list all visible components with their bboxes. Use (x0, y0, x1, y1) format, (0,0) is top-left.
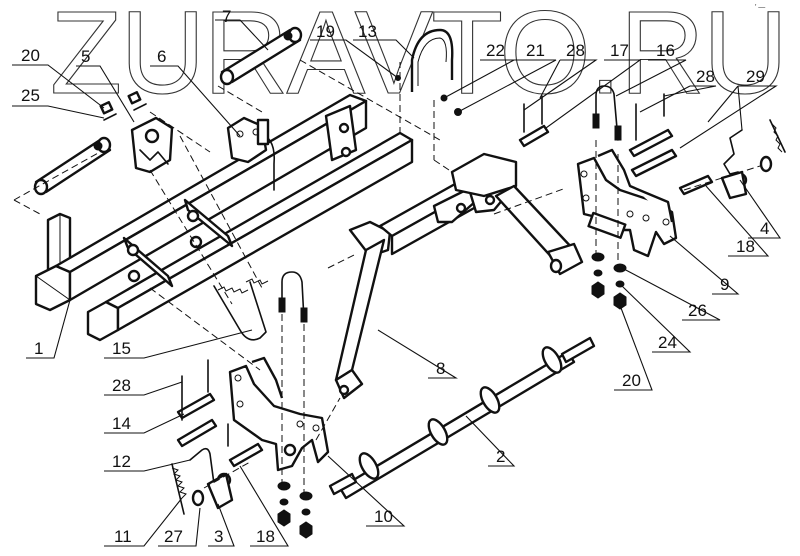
part-14-pins (176, 359, 218, 448)
callout-13: 13 (358, 22, 377, 41)
callout-14: 14 (112, 414, 131, 433)
part-13-guard (395, 28, 462, 116)
callout-1: 1 (34, 339, 43, 358)
callout-3: 3 (214, 527, 223, 546)
callout-21: 20 (21, 46, 40, 65)
part-lower-washers (277, 481, 313, 539)
callout-6: 6 (157, 47, 166, 66)
part-right-pins (628, 93, 714, 196)
part-5-bracket (130, 116, 174, 174)
callout-27: 27 (164, 527, 183, 546)
corner-mark: ′ — (755, 4, 765, 11)
callout-25: 25 (21, 86, 40, 105)
part-3-latch (189, 447, 234, 510)
callout-5: 5 (81, 47, 90, 66)
part-u-bolt-lower (278, 271, 308, 323)
part-1-main-frame (34, 93, 414, 342)
part-7-roller (219, 26, 303, 86)
callout-20: 20 (622, 371, 641, 390)
leader-lines (12, 19, 782, 547)
callout-29: 29 (746, 67, 765, 86)
callout-10: 10 (374, 507, 393, 526)
callout-19: 19 (316, 22, 335, 41)
callout-7: 7 (222, 7, 231, 26)
callout-23: 22 (486, 41, 505, 60)
callout-18-right: 18 (736, 237, 755, 256)
part-2-shaft (328, 336, 596, 500)
callout-4: 4 (760, 219, 769, 238)
part-roller-left (33, 136, 112, 196)
callout-24: 24 (658, 333, 677, 352)
callout-28-right: 28 (696, 67, 715, 86)
part-21-25-fasteners (99, 91, 147, 121)
callout-28-top: 28 (566, 41, 585, 60)
callout-labels: 20 5 25 6 7 19 13 22 21 28 17 16 28 29 4… (21, 7, 769, 546)
part-6-bracket (226, 116, 276, 191)
callout-11: 11 (114, 527, 132, 546)
part-4-latch (720, 119, 786, 200)
part-10-plate (228, 356, 330, 472)
part-9-plate (576, 148, 678, 258)
callout-8: 8 (436, 359, 445, 378)
part-11-spring (171, 463, 187, 515)
callout-17: 17 (610, 41, 629, 60)
callout-12: 12 (112, 452, 131, 471)
part-20-24-26-washers (591, 252, 627, 310)
callout-22: 21 (526, 41, 545, 60)
part-8-arm (334, 220, 392, 400)
callout-2: 2 (496, 447, 505, 466)
part-18-pin-lower (227, 423, 264, 468)
part-15-spring-bar (213, 278, 269, 341)
callout-9: 9 (720, 275, 729, 294)
callout-15: 15 (112, 339, 131, 358)
part-17-pin (518, 95, 550, 148)
part-center-tube (378, 152, 584, 276)
assembly-lines (13, 59, 761, 494)
callout-16: 16 (656, 41, 675, 60)
callout-18-lower: 18 (256, 527, 275, 546)
callout-28-lower: 28 (112, 376, 131, 395)
callout-26: 26 (688, 301, 707, 320)
